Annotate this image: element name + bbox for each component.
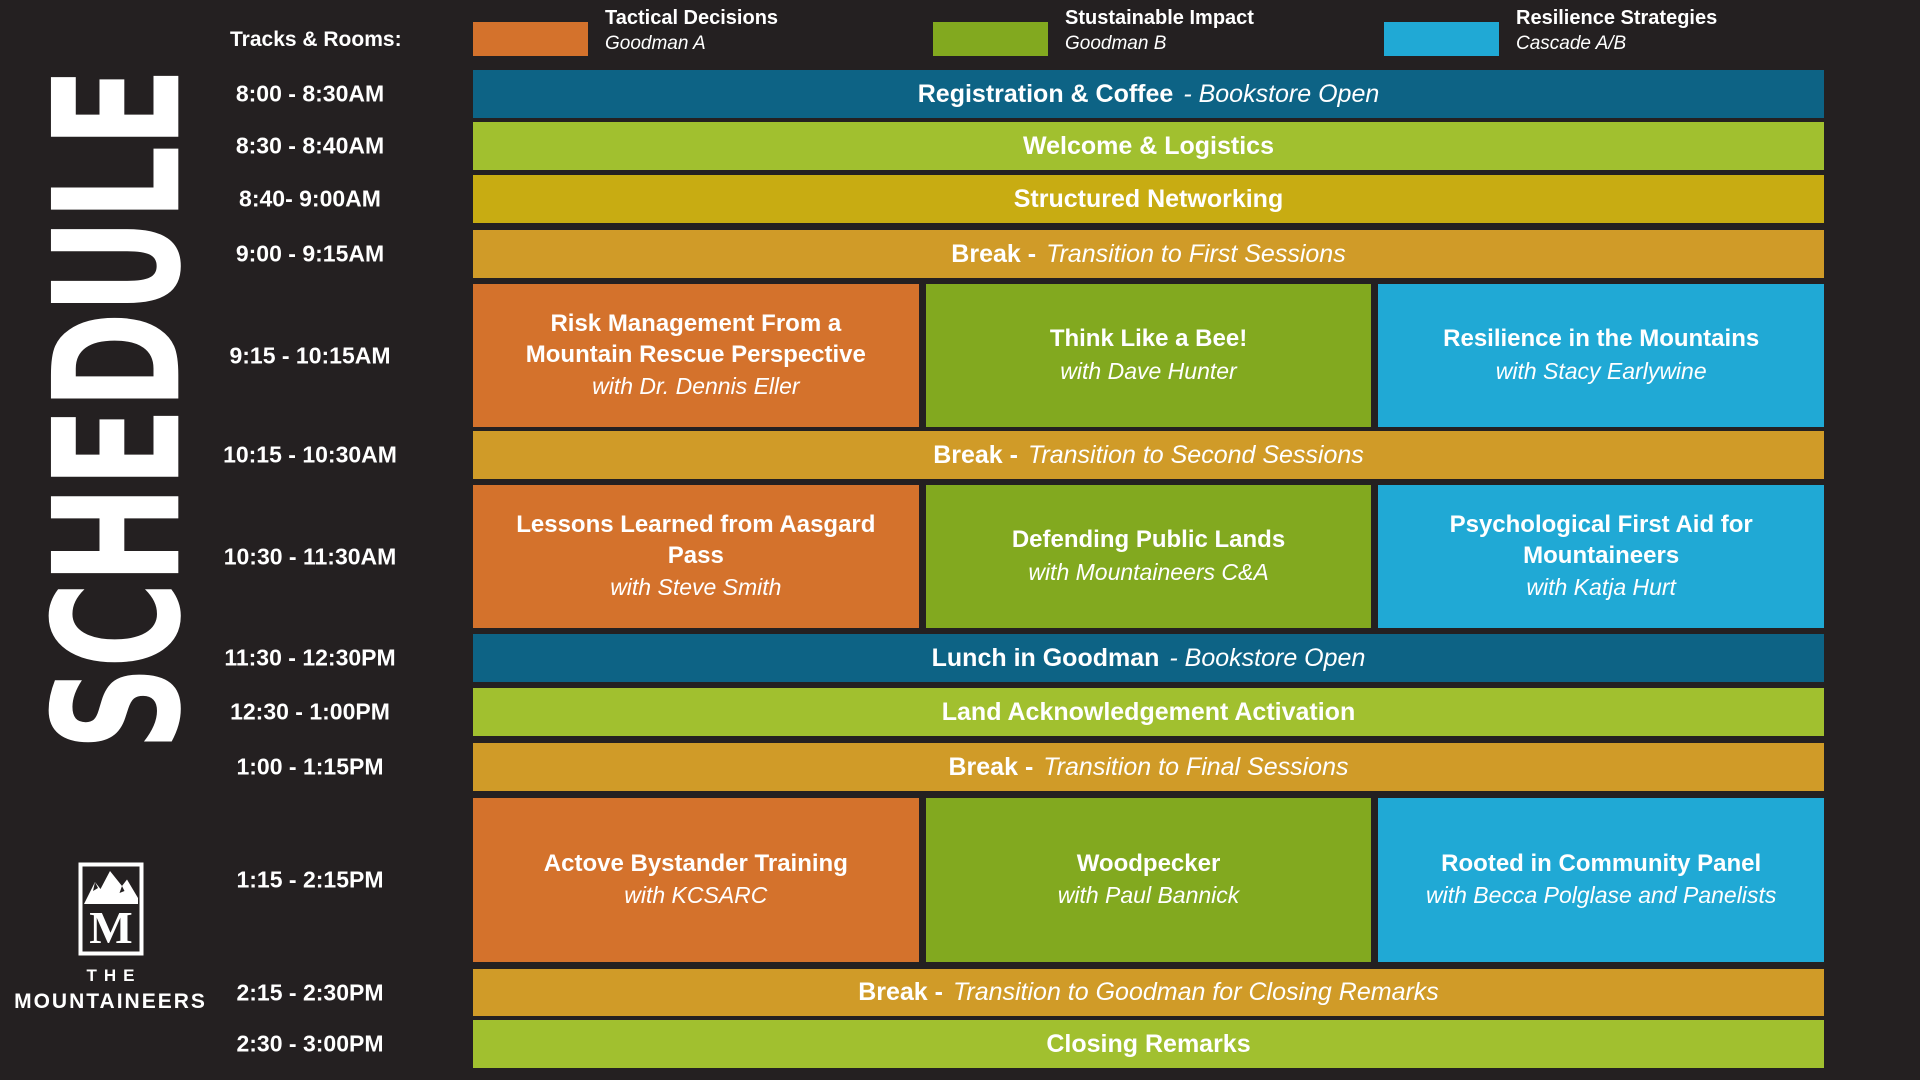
mountaineers-logo: M THE MOUNTAINEERS [8,862,213,1014]
track-name: Tactical Decisions [605,7,779,29]
logo-text-mountaineers: MOUNTAINEERS [14,990,207,1013]
event-title: Break - [948,752,1034,781]
session-title: Actove Bystander Training [543,849,848,877]
mountain-peaks-shape [83,871,138,904]
logo-text-the: THE [86,966,142,985]
track-room: Cascade A/B [1516,33,1627,54]
mountaineers-logo-icon: M [78,862,143,956]
event-title: Break - [951,239,1037,268]
event-subtitle: Transition to First Sessions [1046,239,1346,268]
schedule-row: 2:15 - 2:30PM Break - Transition to Goodma… [0,969,1920,1016]
event-title: Break - [933,440,1018,469]
session-card: Woodpecker with Paul Bannick [925,798,1372,962]
time-label: 2:30 - 3:00PM [236,1030,384,1057]
track-color-swatch [1384,22,1499,56]
session-speaker: with Dave Hunter [1060,357,1237,384]
track-color-swatch [933,22,1048,56]
event-subtitle: Transition to Second Sessions [1027,440,1364,469]
time-label: 8:40- 9:00AM [239,185,381,212]
event-title: Welcome & Logistics [1023,131,1274,160]
session-speaker: with Stacy Earlywine [1495,357,1707,384]
session-title: Rooted in Community Panel [1441,849,1762,877]
schedule-row: 8:30 - 8:40AM Welcome & Logistics [0,122,1920,170]
session-speaker: with Dr. Dennis Eller [592,373,800,400]
event-title: Lunch in Goodman [931,643,1160,672]
session-title: Think Like a Bee! [1049,325,1248,353]
event-title: Registration & Coffee [917,79,1174,108]
session-card: Resilience in the Mountains with Stacy Ea… [1378,284,1825,427]
track-room: Goodman A [605,33,706,54]
time-label: 11:30 - 12:30PM [224,644,396,671]
event-bar: Closing Remarks [473,1020,1824,1068]
track-name: Stustainable Impact [1065,7,1254,29]
schedule-row: 1:15 - 2:15PM Actove Bystander Training wi… [0,798,1920,962]
session-speaker: with Paul Bannick [1057,882,1240,909]
event-bar: Welcome & Logistics [473,122,1824,170]
session-speaker: with KCSARC [624,882,768,909]
time-label: 8:00 - 8:30AM [235,80,385,107]
session-card: Defending Public Lands with Mountaineers … [925,485,1372,628]
time-label: 1:15 - 2:15PM [236,866,384,893]
schedule-row: 9:15 - 10:15AM Risk Management From a Mou… [0,284,1920,427]
session-title: Risk Management From a Mountain Rescue P… [525,309,866,368]
session-speaker: with Katja Hurt [1526,574,1676,601]
session-title: Resilience in the Mountains [1443,325,1760,353]
session-card: Actove Bystander Training with KCSARC [473,798,919,962]
event-subtitle: - Bookstore Open [1169,643,1366,672]
schedule-row: 8:40- 9:00AM Structured Networking [0,175,1920,223]
event-title: Structured Networking [1013,184,1284,213]
time-label: 10:30 - 11:30AM [223,543,397,569]
track-room: Goodman B [1065,33,1167,54]
schedule-row: 10:15 - 10:30AM Break - Transition to Seco… [0,431,1920,479]
session-card: Lessons Learned from Aasgard Pass with St… [473,485,919,628]
session-card: Risk Management From a Mountain Rescue P… [473,284,919,427]
logo-monogram: M [89,902,132,953]
track-name: Resilience Strategies [1516,7,1718,29]
session-card: Rooted in Community Panel with Becca Polg… [1378,798,1825,962]
session-row: Risk Management From a Mountain Rescue P… [473,284,1825,427]
event-title: Break - [858,978,943,1006]
schedule-row: 9:00 - 9:15AM Break - Transition to First … [0,230,1920,278]
schedule-row: 12:30 - 1:00PM Land Acknowledgement Activ… [0,688,1920,736]
time-label: 9:15 - 10:15AM [229,342,391,368]
schedule-row: 10:30 - 11:30AM Lessons Learned from Aasg… [0,485,1920,628]
session-row: Lessons Learned from Aasgard Pass with St… [473,485,1825,628]
event-bar: Lunch in Goodman - Bookstore Open [473,634,1824,682]
schedule-row: 11:30 - 12:30PM Lunch in Goodman - Booksto… [0,634,1920,682]
event-bar: Structured Networking [473,175,1824,223]
time-label: 2:15 - 2:30PM [236,979,384,1005]
event-bar: Break - Transition to First Sessions [473,230,1824,278]
session-speaker: with Steve Smith [610,574,782,601]
session-title: Woodpecker [1076,849,1221,877]
time-label: 12:30 - 1:00PM [230,698,390,725]
schedule-row: 8:00 - 8:30AM Registration & Coffee - Book… [0,70,1920,118]
time-label: 10:15 - 10:30AM [223,441,397,468]
session-title: Defending Public Lands [1011,526,1286,554]
event-title: Land Acknowledgement Activation [941,697,1356,726]
session-speaker: with Becca Polglase and Panelists [1426,882,1777,909]
event-bar: Break - Transition to Final Sessions [473,743,1824,791]
track-color-swatch [473,22,588,56]
event-bar: Land Acknowledgement Activation [473,688,1824,736]
time-label: 8:30 - 8:40AM [235,132,385,159]
tracks-legend-label: Tracks & Rooms: [230,28,402,51]
session-row: Actove Bystander Training with KCSARC Wood… [473,798,1825,962]
schedule-row: 1:00 - 1:15PM Break - Transition to Final … [0,743,1920,791]
time-label: 9:00 - 9:15AM [235,240,385,267]
event-subtitle: Transition to Goodman for Closing Remark… [952,978,1439,1006]
session-speaker: with Mountaineers C&A [1028,558,1269,585]
event-bar: Registration & Coffee - Bookstore Open [473,70,1824,118]
event-bar: Break - Transition to Goodman for Closing… [473,969,1824,1016]
session-title: Psychological First Aid for Mountaineers [1449,510,1753,569]
session-title: Lessons Learned from Aasgard Pass [516,510,876,569]
schedule-row: 2:30 - 3:00PM Closing Remarks [0,1020,1920,1068]
event-title: Closing Remarks [1046,1029,1251,1058]
event-subtitle: Transition to Final Sessions [1043,752,1349,781]
time-label: 1:00 - 1:15PM [236,753,384,780]
session-card: Psychological First Aid for Mountaineers… [1378,485,1825,628]
event-bar: Break - Transition to Second Sessions [473,431,1824,479]
event-subtitle: - Bookstore Open [1183,79,1380,108]
session-card: Think Like a Bee! with Dave Hunter [925,284,1372,427]
